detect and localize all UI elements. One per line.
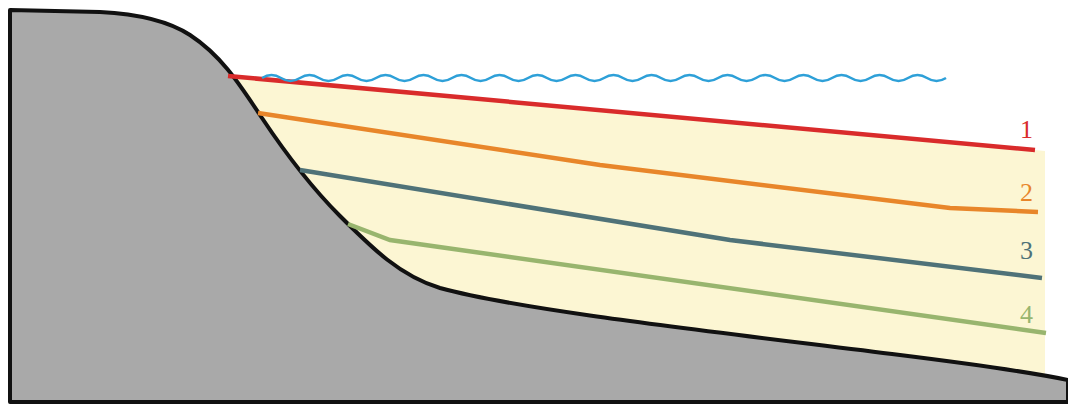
layer-line [300,170,1042,278]
water-surface [262,75,946,81]
layer-number: 2 [1020,180,1033,206]
layer-line [348,224,1046,333]
bedrock [10,10,1068,402]
layer-number: 4 [1020,302,1033,328]
layer-line [258,113,1038,212]
layer-number: 1 [1020,117,1033,143]
layer-line [228,76,1035,150]
layer-number: 3 [1020,238,1033,264]
